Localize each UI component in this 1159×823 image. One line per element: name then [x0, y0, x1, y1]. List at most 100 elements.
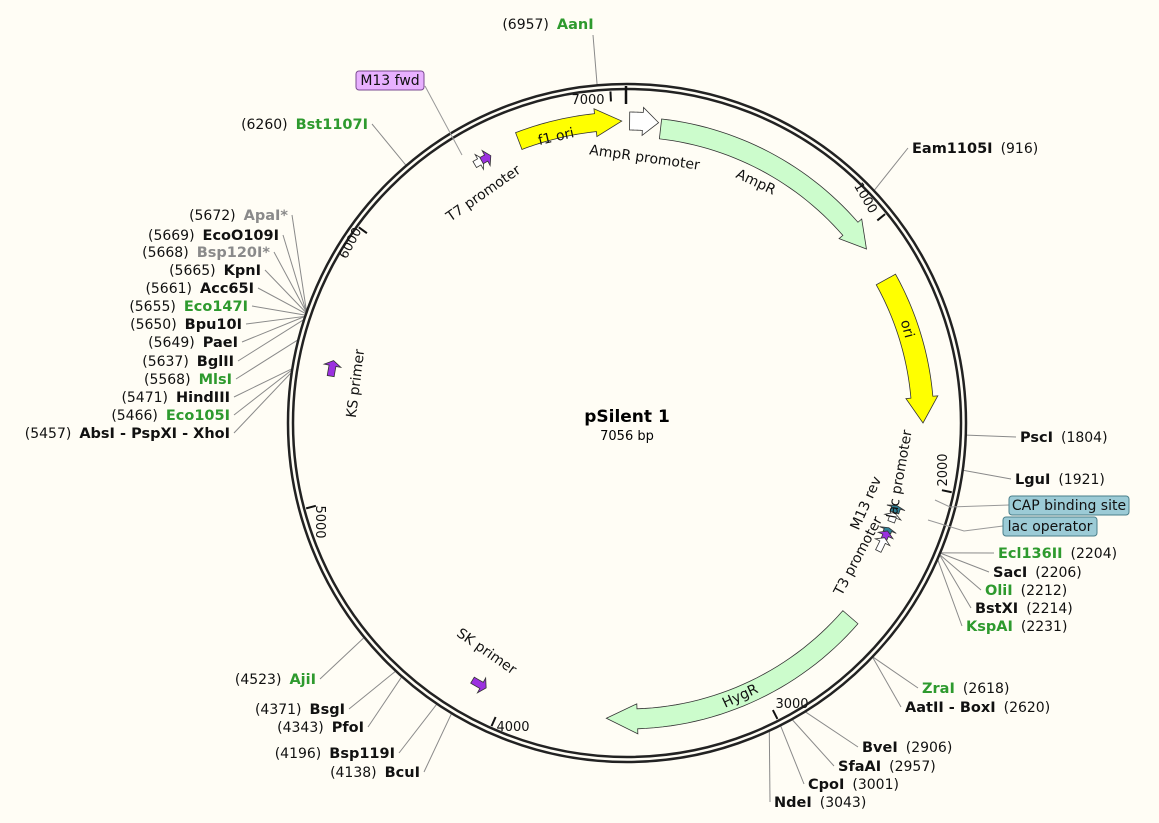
- enzyme-name[interactable]: ApaI*: [244, 208, 289, 224]
- enzyme-label[interactable]: ZraI(2618): [922, 681, 1009, 697]
- lac-operator-box[interactable]: [1002, 516, 1098, 537]
- enzyme-label[interactable]: (6260)Bst1107I: [241, 117, 368, 133]
- f1-ori-arrow[interactable]: [515, 108, 623, 150]
- enzyme-label[interactable]: BveI(2906): [862, 740, 952, 756]
- lac-promoter-arrow[interactable]: [883, 512, 903, 524]
- enzyme-label[interactable]: (5466)Eco105I: [111, 408, 230, 424]
- enzyme-site-bsgi[interactable]: (4371)BsgI: [255, 702, 345, 718]
- enzyme-name[interactable]: OliI: [985, 583, 1013, 599]
- feature-label-m13-fwd[interactable]: M13 fwd: [360, 73, 419, 89]
- enzyme-name[interactable]: ZraI: [922, 681, 955, 697]
- cap-binding-site-mark[interactable]: [886, 504, 906, 515]
- enzyme-label[interactable]: (4371)BsgI: [255, 702, 345, 718]
- hygr-arrow[interactable]: [605, 610, 859, 735]
- enzyme-name[interactable]: BcuI: [385, 765, 420, 781]
- enzyme-site-olii[interactable]: OliI(2212): [985, 583, 1067, 599]
- enzyme-label[interactable]: (4523)AjiI: [235, 672, 316, 688]
- enzyme-name[interactable]: HindIII: [176, 390, 230, 406]
- enzyme-name[interactable]: PscI: [1020, 430, 1053, 446]
- enzyme-site-eam1105i[interactable]: Eam1105I(916): [912, 141, 1038, 157]
- enzyme-name[interactable]: KspAI: [966, 619, 1013, 635]
- enzyme-site-kspai[interactable]: KspAI(2231): [966, 619, 1067, 635]
- enzyme-site-bstxi[interactable]: BstXI(2214): [975, 601, 1073, 617]
- enzyme-label[interactable]: OliI(2212): [985, 583, 1067, 599]
- enzyme-name[interactable]: BstXI: [975, 601, 1018, 617]
- sk-primer-arrow[interactable]: [470, 676, 487, 694]
- enzyme-site-ndei[interactable]: NdeI(3043): [774, 795, 866, 811]
- enzyme-label[interactable]: (5668)Bsp120I*: [142, 245, 270, 261]
- enzyme-label[interactable]: (5457)AbsI - PspXI - XhoI: [25, 426, 230, 442]
- enzyme-label[interactable]: AatII - BoxI(2620): [905, 700, 1050, 716]
- enzyme-label[interactable]: (5649)PaeI: [148, 335, 238, 351]
- enzyme-name[interactable]: Eco147I: [184, 299, 248, 315]
- enzyme-label[interactable]: Ecl136II(2204): [998, 546, 1117, 562]
- enzyme-site-apai-[interactable]: (5672)ApaI*: [189, 208, 288, 224]
- enzyme-label[interactable]: (4196)Bsp119I: [275, 746, 395, 762]
- enzyme-name[interactable]: LguI: [1015, 472, 1050, 488]
- feature-label-ampr-promoter[interactable]: AmpR promoter: [588, 142, 701, 173]
- enzyme-name[interactable]: Bst1107I: [296, 117, 368, 133]
- ampr-arrow[interactable]: [658, 118, 867, 250]
- enzyme-site-aani[interactable]: (6957)AanI: [502, 17, 593, 33]
- enzyme-site-bsp120i-[interactable]: (5668)Bsp120I*: [142, 245, 270, 261]
- enzyme-label[interactable]: SacI(2206): [993, 565, 1082, 581]
- enzyme-site-sfaai[interactable]: SfaAI(2957): [838, 759, 936, 775]
- enzyme-label[interactable]: SfaAI(2957): [838, 759, 936, 775]
- enzyme-site-eco105i[interactable]: (5466)Eco105I: [111, 408, 230, 424]
- enzyme-site-paei[interactable]: (5649)PaeI: [148, 335, 238, 351]
- enzyme-name[interactable]: PfoI: [332, 720, 364, 736]
- enzyme-label[interactable]: (5568)MlsI: [144, 372, 232, 388]
- enzyme-label[interactable]: (5669)EcoO109I: [148, 228, 279, 244]
- ks-primer-arrow[interactable]: [322, 360, 343, 378]
- enzyme-label[interactable]: Eam1105I(916): [912, 141, 1038, 157]
- feature-label-ori[interactable]: ori: [897, 318, 917, 340]
- enzyme-site-bsp119i[interactable]: (4196)Bsp119I: [275, 746, 395, 762]
- enzyme-label[interactable]: PscI(1804): [1020, 430, 1108, 446]
- enzyme-name[interactable]: SfaAI: [838, 759, 881, 775]
- enzyme-site-ajii[interactable]: (4523)AjiI: [235, 672, 316, 688]
- enzyme-label[interactable]: (5665)KpnI: [169, 263, 261, 279]
- enzyme-label[interactable]: (4138)BcuI: [330, 765, 420, 781]
- enzyme-site-ecoo109i[interactable]: (5669)EcoO109I: [148, 228, 279, 244]
- m13-fwd-primer[interactable]: [479, 149, 492, 168]
- enzyme-name[interactable]: EcoO109I: [203, 228, 279, 244]
- enzyme-name[interactable]: AjiI: [289, 672, 316, 688]
- enzyme-site-bcui[interactable]: (4138)BcuI: [330, 765, 420, 781]
- enzyme-name[interactable]: Eam1105I: [912, 141, 993, 157]
- enzyme-name[interactable]: AbsI - PspXI - XhoI: [79, 426, 230, 442]
- ampr-promoter-arrow[interactable]: [629, 106, 660, 137]
- enzyme-site-acc65i[interactable]: (5661)Acc65I: [145, 281, 254, 297]
- enzyme-label[interactable]: (4343)PfoI: [277, 720, 364, 736]
- enzyme-site-hindiii[interactable]: (5471)HindIII: [121, 390, 230, 406]
- enzyme-name[interactable]: MlsI: [199, 372, 232, 388]
- feature-label-t7-promoter[interactable]: T7 promoter: [443, 162, 524, 226]
- enzyme-name[interactable]: BveI: [862, 740, 898, 756]
- enzyme-site-bst1107i[interactable]: (6260)Bst1107I: [241, 117, 368, 133]
- feature-label-lac-operator[interactable]: lac operator: [1008, 519, 1093, 535]
- enzyme-site-pfoi[interactable]: (4343)PfoI: [277, 720, 364, 736]
- enzyme-name[interactable]: PaeI: [203, 335, 238, 351]
- enzyme-site-zrai[interactable]: ZraI(2618): [922, 681, 1009, 697]
- enzyme-name[interactable]: AatII - BoxI: [905, 700, 996, 716]
- enzyme-site-cpoi[interactable]: CpoI(3001): [808, 777, 899, 793]
- enzyme-site-ecl136ii[interactable]: Ecl136II(2204): [998, 546, 1117, 562]
- enzyme-label[interactable]: LguI(1921): [1015, 472, 1105, 488]
- enzyme-name[interactable]: KpnI: [224, 263, 261, 279]
- enzyme-site-mlsi[interactable]: (5568)MlsI: [144, 372, 232, 388]
- enzyme-site-kpni[interactable]: (5665)KpnI: [169, 263, 261, 279]
- enzyme-name[interactable]: Acc65I: [200, 281, 254, 297]
- enzyme-label[interactable]: (5650)Bpu10I: [130, 317, 242, 333]
- enzyme-site-absi-pspxi-xhoi[interactable]: (5457)AbsI - PspXI - XhoI: [25, 426, 230, 442]
- enzyme-label[interactable]: NdeI(3043): [774, 795, 866, 811]
- enzyme-site-bvei[interactable]: BveI(2906): [862, 740, 952, 756]
- enzyme-site-bglii[interactable]: (5637)BglII: [142, 354, 234, 370]
- enzyme-name[interactable]: BglII: [197, 354, 234, 370]
- enzyme-name[interactable]: BsgI: [310, 702, 345, 718]
- enzyme-name[interactable]: SacI: [993, 565, 1027, 581]
- feature-label-cap-binding-site[interactable]: CAP binding site: [1012, 498, 1126, 514]
- enzyme-label[interactable]: (6957)AanI: [502, 17, 593, 33]
- enzyme-label[interactable]: (5655)Eco147I: [129, 299, 248, 315]
- enzyme-name[interactable]: Bsp120I*: [197, 245, 271, 261]
- enzyme-label[interactable]: KspAI(2231): [966, 619, 1067, 635]
- m13-fwd-box[interactable]: [355, 70, 425, 91]
